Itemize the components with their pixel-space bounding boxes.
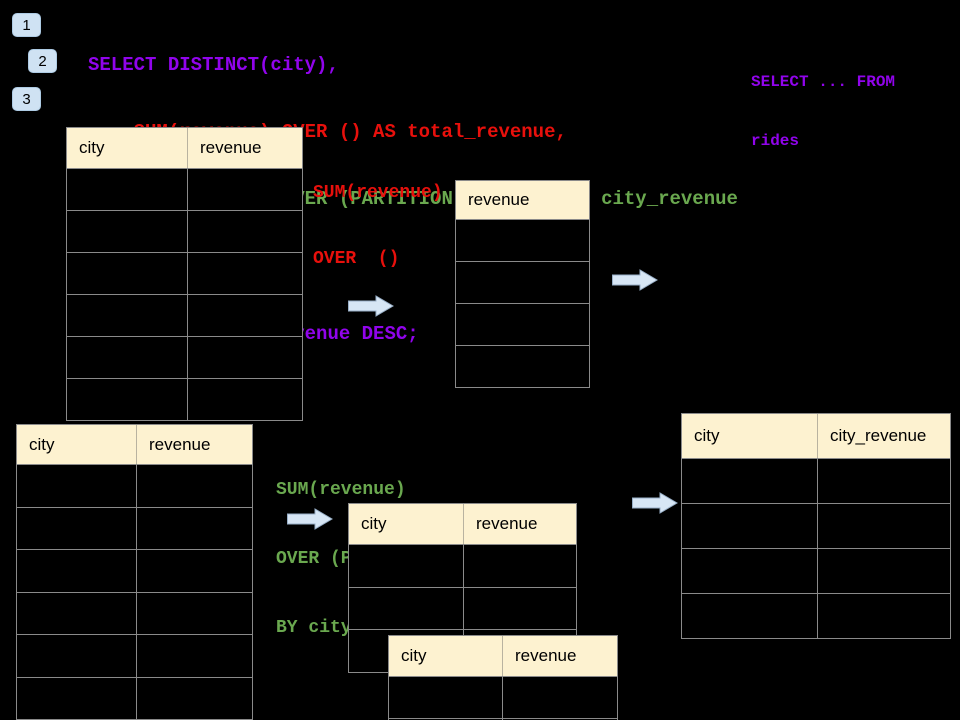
table-row: [682, 549, 950, 594]
table-source-bottom-header: city revenue: [17, 425, 252, 465]
table-source-top: city revenue: [66, 127, 303, 421]
flow-arrow-icon: [612, 269, 658, 291]
flow-arrow-icon: [632, 492, 678, 514]
column-header-revenue: revenue: [468, 190, 530, 209]
table-row: [682, 504, 950, 549]
table-row: [456, 304, 589, 346]
flow-arrow-icon: [348, 295, 394, 317]
table-row: [17, 635, 252, 678]
table-partition-step-header: city revenue: [349, 504, 576, 545]
column-header-revenue: revenue: [200, 138, 262, 157]
side-note-select-from-rides: SELECT ... FROM rides: [751, 34, 895, 190]
table-row: [682, 594, 950, 638]
table-row: [349, 545, 576, 588]
column-header-city: city: [67, 128, 188, 168]
step-badge-1-label: 1: [22, 16, 31, 34]
table-row: [456, 346, 589, 387]
annotation-partition-line-1: SUM(revenue): [276, 480, 406, 500]
table-total-revenue-result: revenue: [455, 180, 590, 388]
table-row: [456, 262, 589, 304]
column-header-city: city: [349, 504, 464, 544]
table-row: [389, 677, 617, 719]
column-header-revenue: revenue: [515, 646, 577, 665]
table-row: [17, 465, 252, 508]
flow-arrow-icon: [287, 508, 333, 530]
annotation-total-line-1: SUM(revenue): [313, 183, 443, 203]
table-row: [349, 587, 576, 630]
step-badge-3: 3: [12, 87, 41, 111]
table-total-revenue-header: revenue: [456, 181, 589, 220]
column-header-city: city: [682, 414, 818, 458]
table-row: [67, 337, 302, 379]
side-note-line-2: rides: [751, 131, 800, 150]
table-city-revenue-result: city city_revenue: [681, 413, 951, 639]
step-badge-3-label: 3: [22, 90, 31, 108]
step-badge-2-label: 2: [38, 52, 47, 70]
table-row: [67, 211, 302, 253]
table-source-top-header: city revenue: [67, 128, 302, 169]
table-row: [67, 295, 302, 337]
table-city-revenue-header: city city_revenue: [682, 414, 950, 459]
table-partition-step-overlay: city revenue: [388, 635, 618, 720]
table-source-bottom: city revenue: [16, 424, 253, 720]
annotation-sum-over-total: SUM(revenue) OVER (): [313, 138, 443, 314]
column-header-city: city: [389, 636, 503, 676]
column-header-city: city: [17, 425, 137, 464]
table-row: [67, 169, 302, 211]
table-row: [67, 379, 302, 420]
step-badge-2: 2: [28, 49, 57, 73]
table-row: [17, 677, 252, 719]
annotation-total-line-2: OVER (): [313, 249, 400, 269]
table-row: [17, 592, 252, 635]
table-row: [682, 459, 950, 504]
step-badge-1: 1: [12, 13, 41, 37]
column-header-revenue: revenue: [149, 434, 211, 454]
side-note-line-1: SELECT ... FROM: [751, 73, 896, 91]
table-partition-overlay-header: city revenue: [389, 636, 617, 677]
column-header-revenue: revenue: [476, 514, 538, 533]
table-row: [456, 220, 589, 262]
sql-line-select: SELECT DISTINCT(city),: [88, 53, 339, 76]
table-row: [67, 253, 302, 295]
table-row: [17, 550, 252, 593]
column-header-city-revenue: city_revenue: [830, 426, 927, 445]
table-row: [17, 507, 252, 550]
